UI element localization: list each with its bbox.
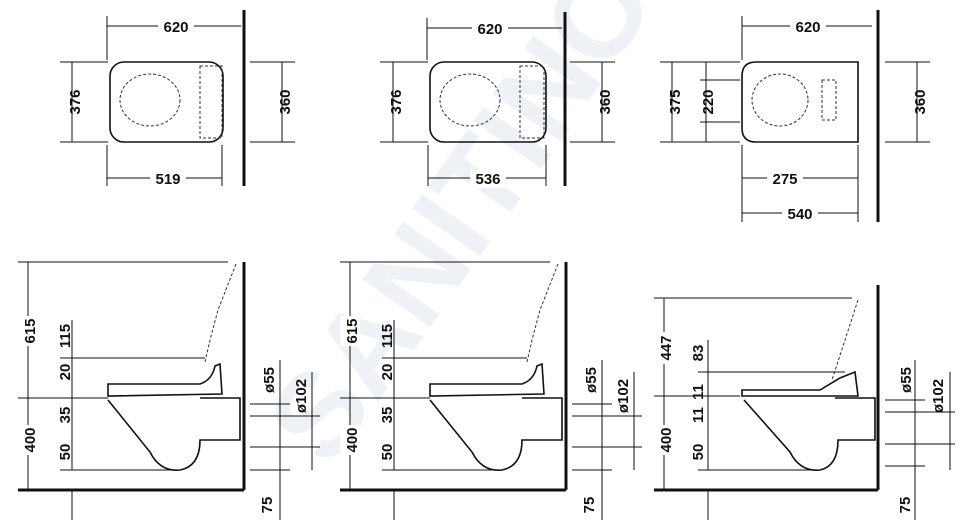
- outlet-diameter-dimension: ø102: [930, 379, 947, 413]
- width-dimension: 620: [477, 21, 502, 38]
- rim-offset-dimension: 35: [57, 407, 74, 424]
- floor-offset-dimension: 75: [897, 497, 914, 514]
- depth-right-dimension: 360: [277, 89, 294, 114]
- length-dimension: 519: [155, 171, 180, 188]
- depth-left-dimension: 376: [67, 89, 84, 114]
- top-view-2: 620 376 360 536: [380, 12, 615, 188]
- total-height-dimension: 447: [658, 335, 675, 360]
- lid-offset-dimension: 115: [379, 324, 396, 348]
- outlet-diameter-dimension: ø102: [615, 379, 632, 413]
- width-dimension: 620: [163, 19, 188, 36]
- rim-offset-dimension: 11: [690, 407, 707, 423]
- top-view-3: 620 375 220 360 275 540: [660, 10, 930, 223]
- depth-left-dimension: 375: [667, 89, 684, 114]
- lid-offset-dimension: 83: [690, 345, 707, 362]
- rim-offset-dimension: 35: [379, 407, 396, 424]
- seat-thickness-dimension: 20: [57, 364, 74, 381]
- inlet-diameter-dimension: ø55: [898, 367, 915, 393]
- length-dimension: 540: [787, 206, 812, 223]
- width-dimension: 620: [795, 19, 820, 36]
- lid-offset-dimension: 115: [57, 324, 74, 348]
- inner-depth-dimension: 220: [700, 89, 717, 114]
- mount-height-dimension: 400: [658, 427, 675, 452]
- outlet-offset-dimension: 50: [379, 444, 396, 461]
- outlet-offset-dimension: 50: [690, 444, 707, 461]
- floor-offset-dimension: 75: [581, 497, 598, 514]
- top-view-1: 620 376 360 519: [60, 10, 295, 188]
- depth-right-dimension: 360: [597, 89, 614, 114]
- inlet-diameter-dimension: ø55: [583, 367, 600, 393]
- side-view-3: 447 400 83 11 11 50 ø55 ø102 75: [654, 285, 955, 520]
- outlet-offset-dimension: 50: [57, 444, 74, 461]
- floor-offset-dimension: 75: [259, 497, 276, 514]
- mount-height-dimension: 400: [344, 427, 361, 452]
- mount-height-dimension: 400: [22, 427, 39, 452]
- inner-length-dimension: 275: [772, 171, 797, 188]
- seat-thickness-dimension: 20: [379, 364, 396, 381]
- outlet-diameter-dimension: ø102: [293, 379, 310, 413]
- total-height-dimension: 615: [22, 318, 39, 343]
- depth-left-dimension: 376: [388, 89, 405, 114]
- total-height-dimension: 615: [344, 318, 361, 343]
- inlet-diameter-dimension: ø55: [261, 367, 278, 393]
- depth-right-dimension: 360: [912, 89, 929, 114]
- seat-thickness-dimension: 11: [690, 384, 707, 400]
- side-view-1: 615 400 115 20 35 50 ø55 ø102 75: [18, 261, 320, 520]
- length-dimension: 536: [475, 171, 500, 188]
- side-view-2: 615 400 115 20 35 50 ø55 ø102 75: [340, 261, 642, 520]
